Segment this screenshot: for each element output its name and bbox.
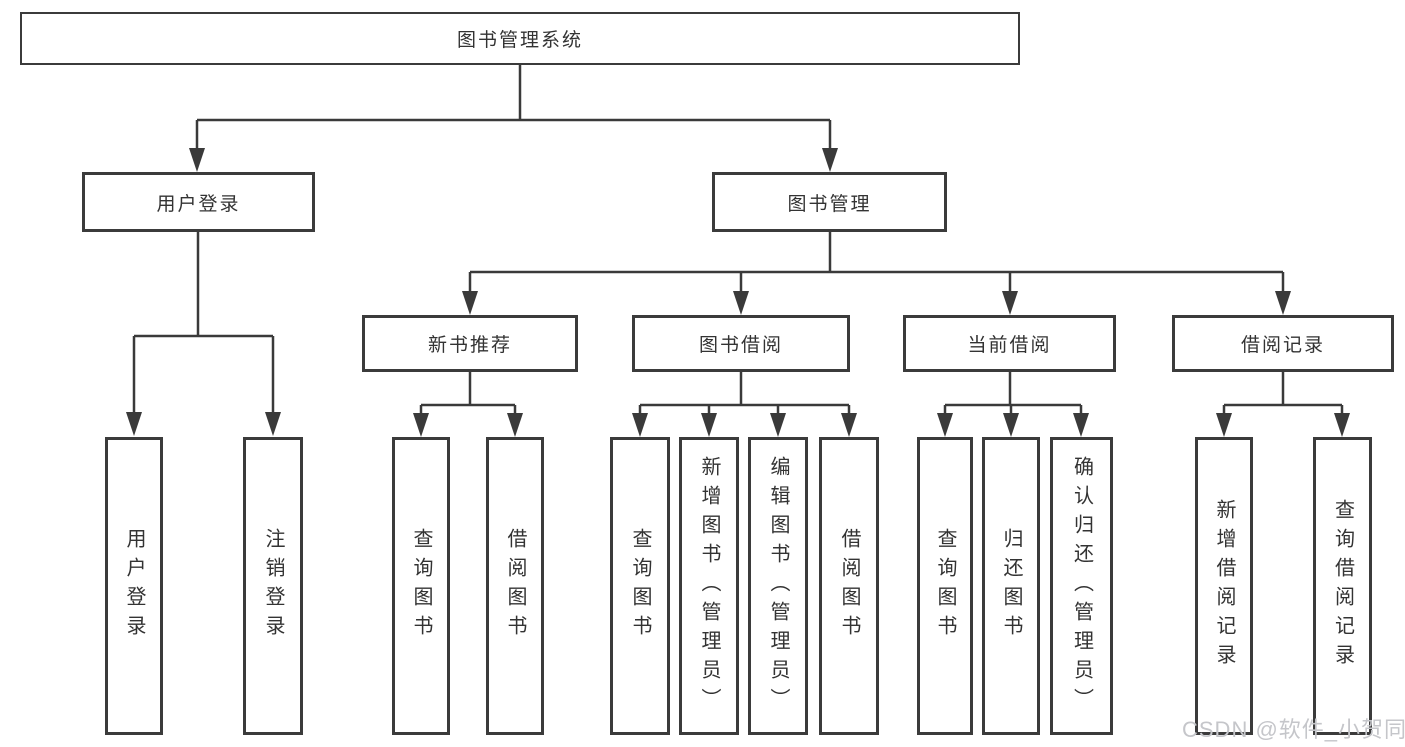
- leaf-user-login: 用户登录: [105, 437, 163, 735]
- leaf-add-borrow-record: 新增借阅记录: [1195, 437, 1253, 735]
- node-book-borrowing: 图书借阅: [632, 315, 850, 372]
- node-book-management-branch: 图书管理: [712, 172, 947, 232]
- leaf-query-books-1: 查询图书: [392, 437, 450, 735]
- csdn-watermark: CSDN @软件_小贺同学: [1182, 717, 1405, 742]
- leaf-return-books: 归还图书: [982, 437, 1040, 735]
- leaf-query-books-3: 查询图书: [917, 437, 973, 735]
- leaf-edit-books-admin: 编辑图书（管理员）: [748, 437, 808, 735]
- node-current-borrowing: 当前借阅: [903, 315, 1116, 372]
- node-new-book-recommendation: 新书推荐: [362, 315, 578, 372]
- leaf-query-borrow-record: 查询借阅记录: [1313, 437, 1372, 735]
- leaf-confirm-return-admin: 确认归还（管理员）: [1050, 437, 1113, 735]
- leaf-borrow-books-2: 借阅图书: [819, 437, 879, 735]
- leaf-add-books-admin: 新增图书（管理员）: [679, 437, 739, 735]
- leaf-query-books-2: 查询图书: [610, 437, 670, 735]
- node-user-login-branch: 用户登录: [82, 172, 315, 232]
- node-book-management-system: 图书管理系统: [20, 12, 1020, 65]
- leaf-borrow-books-1: 借阅图书: [486, 437, 544, 735]
- leaf-logout: 注销登录: [243, 437, 303, 735]
- node-borrowing-records: 借阅记录: [1172, 315, 1394, 372]
